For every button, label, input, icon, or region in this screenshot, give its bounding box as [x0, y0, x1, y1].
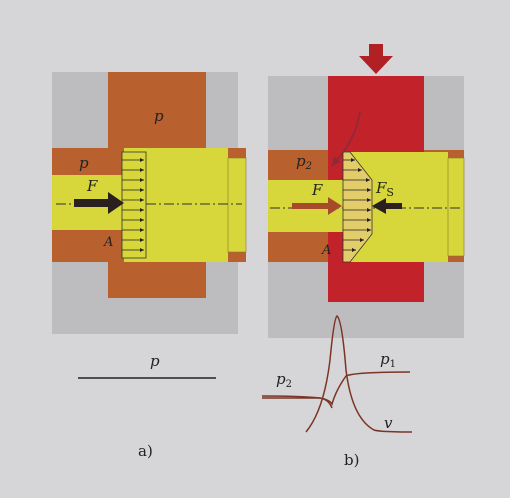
inlet-pressure-label-a: p — [79, 154, 89, 172]
graph-v-label: v — [384, 414, 393, 432]
panel-a-label: a) — [138, 442, 153, 460]
p2-curve — [262, 397, 333, 409]
flow-arrow-down-b — [359, 44, 393, 74]
p1-curve — [261, 371, 411, 407]
counter-force-arrow-b — [372, 198, 402, 214]
force-label-b: F — [311, 181, 323, 199]
velocity-curve — [305, 315, 413, 433]
p2-label-b: p2 — [296, 152, 312, 172]
pressure-arrows-b — [343, 158, 371, 252]
force-label-a: F — [86, 177, 98, 195]
force-arrow-b — [292, 197, 342, 215]
area-label-a: A — [103, 235, 113, 250]
pressure-distribution-b — [342, 151, 373, 263]
pressure-velocity-graph-b — [261, 315, 413, 433]
flow-arrow-diagonal-head-b — [332, 156, 340, 166]
bottom-pressure-label-a: p — [150, 352, 160, 370]
graph-p2-label: p2 — [276, 370, 292, 390]
panel-b-label: b) — [344, 451, 359, 469]
area-label-b: A — [321, 243, 331, 258]
piston-step-a — [227, 157, 247, 253]
chamber-pressure-label-a: p — [154, 107, 164, 125]
piston-step-b — [447, 157, 465, 257]
force-arrow-a — [74, 192, 124, 214]
pressure-arrows-a — [122, 158, 144, 252]
graph-p1-label: p1 — [380, 350, 396, 370]
counter-force-label-b: FS — [375, 179, 394, 199]
pressure-distribution-a — [121, 151, 147, 259]
panel-a: p p F A p a) — [52, 72, 247, 460]
panel-b: p2 F FS A p1 p2 v b) — [261, 44, 465, 469]
